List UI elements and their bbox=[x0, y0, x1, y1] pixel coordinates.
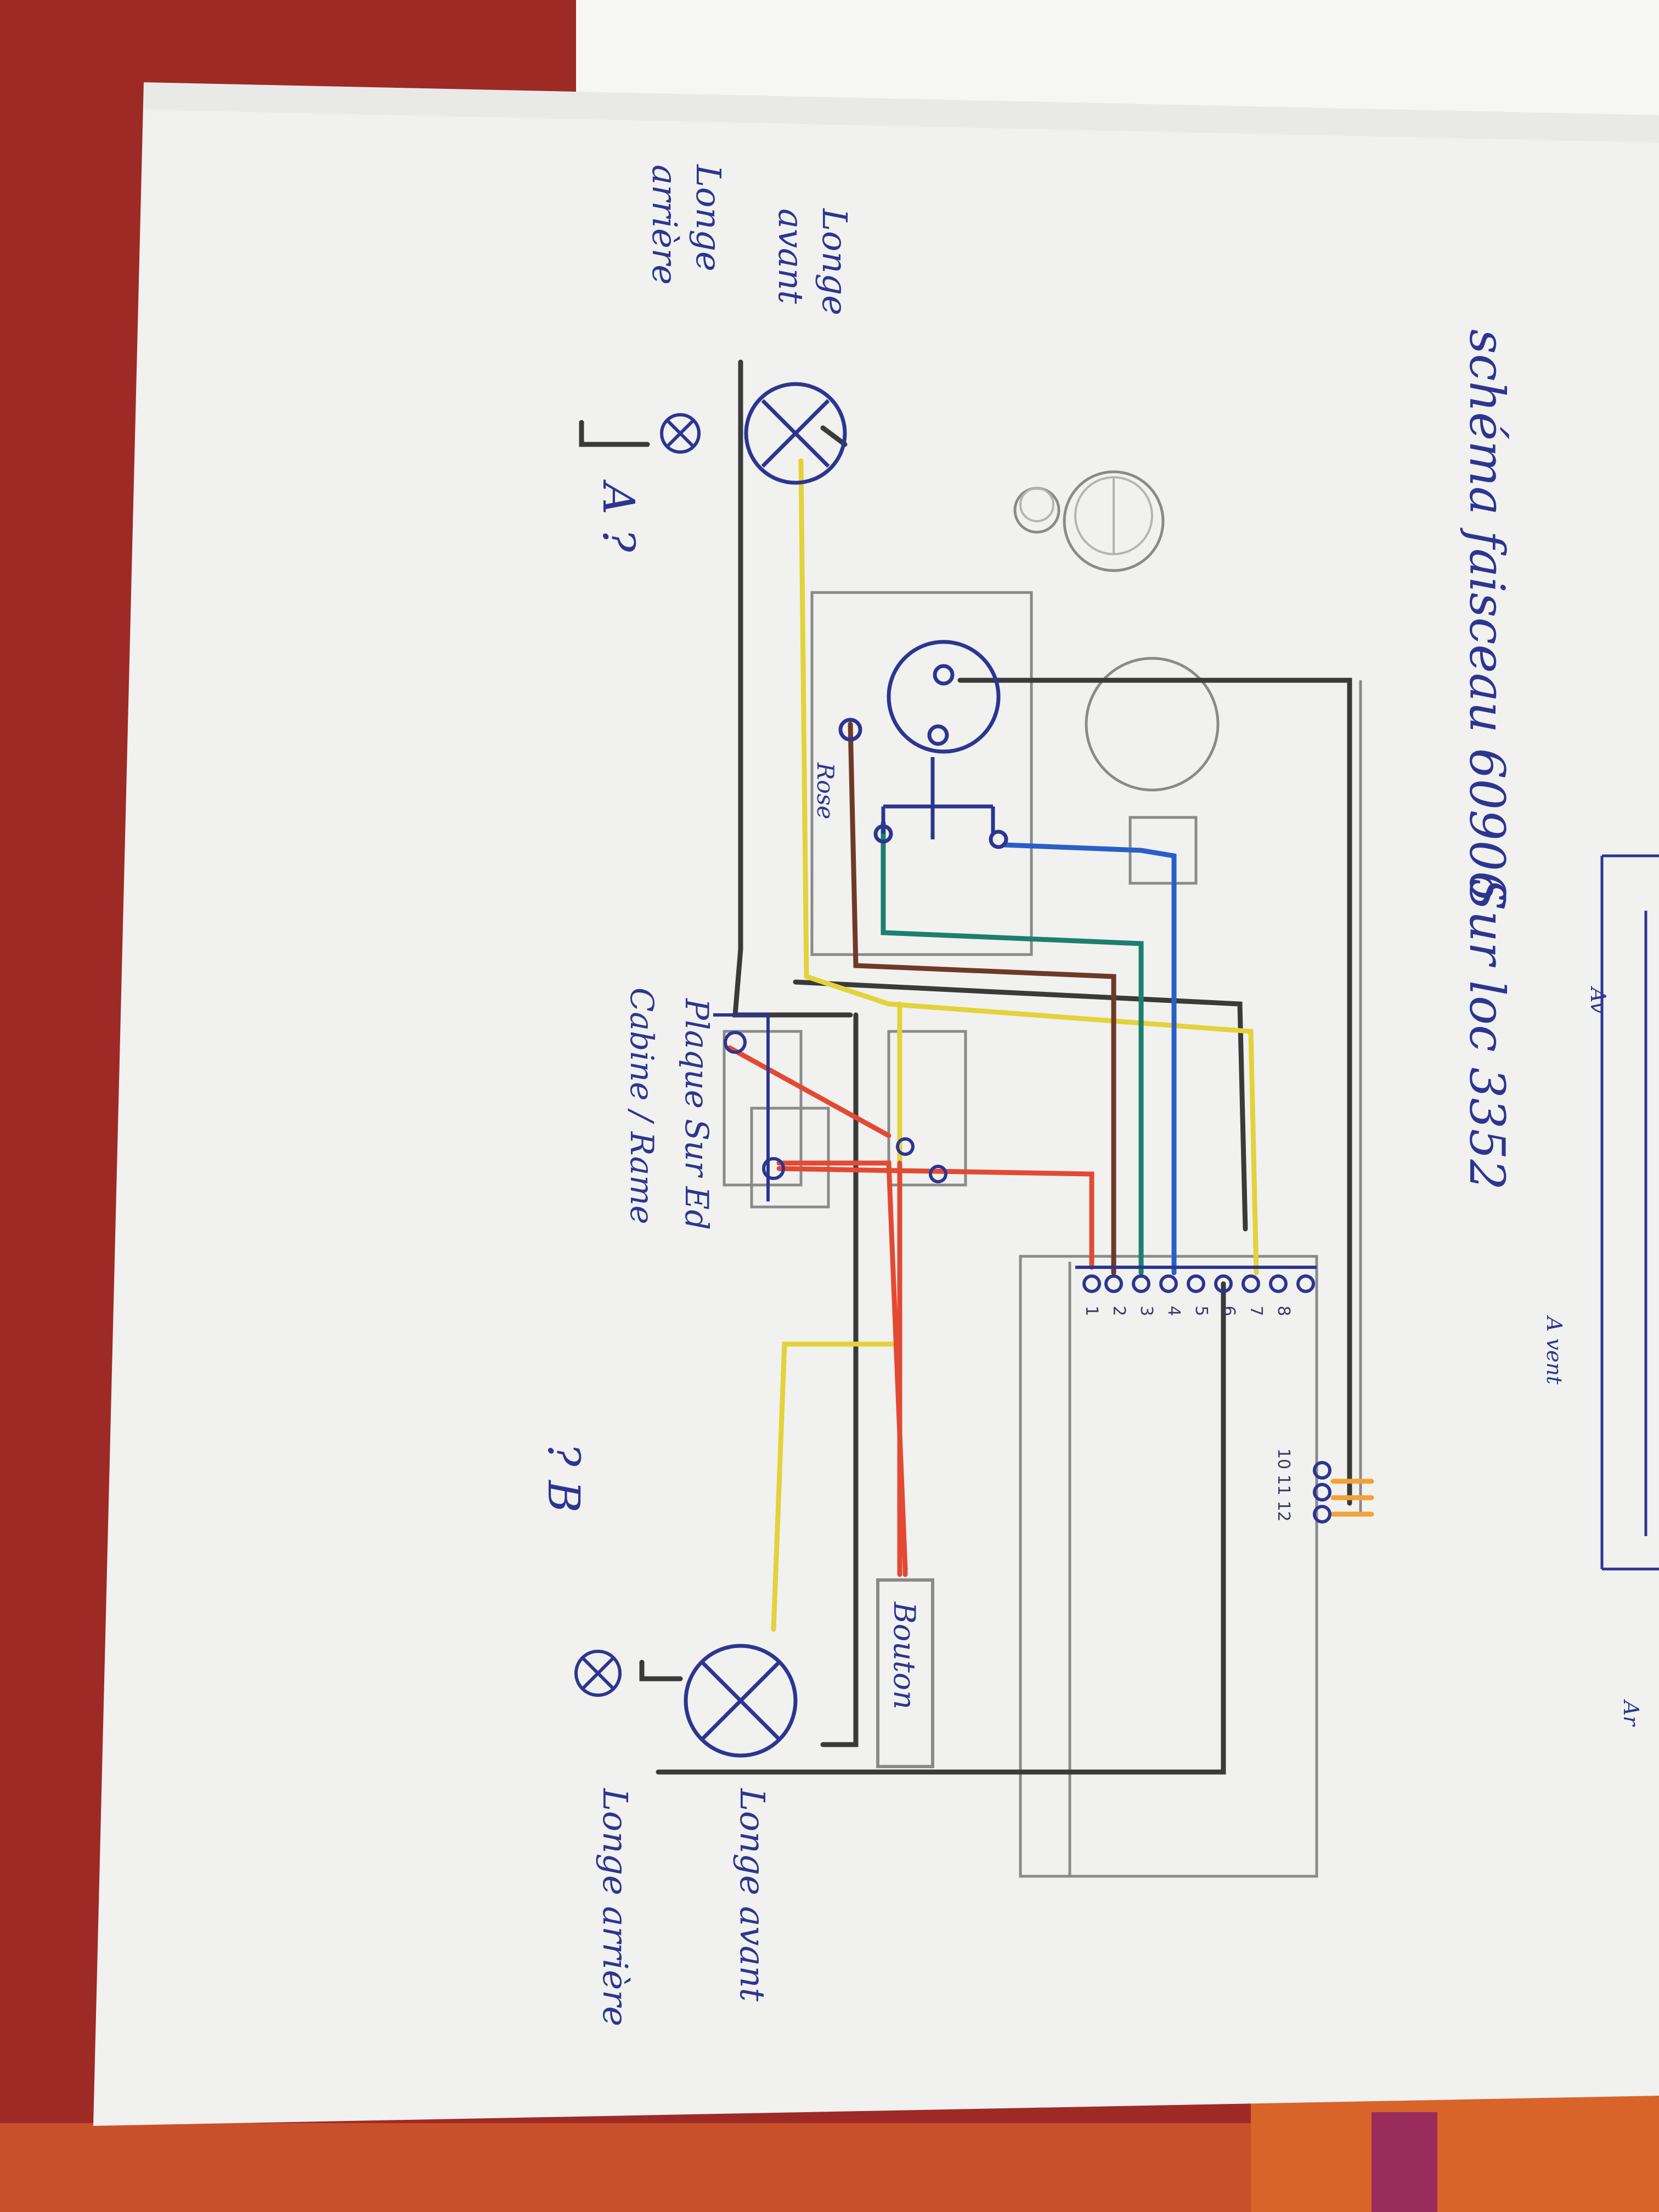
terminal-number: 6 bbox=[1219, 1306, 1238, 1316]
socket bbox=[873, 640, 1008, 849]
rose-terminal bbox=[838, 718, 862, 742]
paper-shadow bbox=[144, 82, 1659, 143]
plaque-label-2: Cabine / Rame bbox=[623, 988, 661, 1224]
diagram-title: schéma faisceau 60906 bbox=[1459, 329, 1515, 902]
lamp-top-large bbox=[744, 382, 847, 485]
terminal-number: 7 bbox=[1246, 1306, 1266, 1316]
mark-b: ? B bbox=[538, 1443, 589, 1513]
plaque-switch bbox=[713, 1013, 947, 1201]
terminal-numbers-right: 10 11 12 bbox=[1274, 1448, 1293, 1522]
label-longe-arriere-top-1: Longe bbox=[689, 164, 729, 272]
black-wires bbox=[579, 359, 1352, 1775]
back-sheet-label-ar: Ar bbox=[1619, 1699, 1643, 1727]
lamp-pencil-faint bbox=[1019, 476, 1153, 555]
label-longe-arriere-bottom: Longe arrière bbox=[595, 1788, 635, 2027]
terminal-number: 3 bbox=[1137, 1306, 1156, 1316]
paper-sheet bbox=[93, 82, 1659, 2126]
back-sheet-label-avent: A vent bbox=[1542, 1315, 1566, 1385]
terminal-block bbox=[1075, 1266, 1331, 1523]
tablecloth-stripe bbox=[1372, 2112, 1437, 2212]
terminal-number: 1 bbox=[1082, 1306, 1101, 1316]
blue-wire bbox=[1001, 842, 1177, 1276]
red-wires bbox=[727, 1045, 1094, 1577]
terminal-number: 5 bbox=[1192, 1306, 1211, 1316]
plaque-label-1: Plaque Sur Ed bbox=[678, 998, 715, 1230]
label-longe-arriere-top-2: arrière bbox=[645, 165, 685, 285]
label-longe-avant-bottom: Longe avant bbox=[732, 1788, 772, 2001]
label-longe-avant-top-2: avant bbox=[771, 208, 811, 304]
terminal-number: 2 bbox=[1109, 1306, 1128, 1316]
brown-wire bbox=[848, 721, 1116, 1276]
lamp-bottom-large bbox=[684, 1644, 798, 1758]
green-wire bbox=[881, 820, 1144, 1276]
rose-label: Rose bbox=[812, 762, 839, 819]
back-sheet-drawing bbox=[1600, 854, 1659, 1571]
mark-a: A ? bbox=[593, 479, 644, 552]
diagram-subtitle: Sur loc 3352 bbox=[1459, 878, 1515, 1190]
back-sheet-label-av: Av bbox=[1586, 986, 1610, 1014]
lamp-bottom-small bbox=[574, 1650, 622, 1697]
button-box bbox=[876, 1578, 934, 1768]
label-longe-avant-top-1: Longe bbox=[815, 208, 855, 315]
pencil-outlines bbox=[723, 470, 1362, 1878]
lamp-top-small bbox=[660, 413, 701, 454]
tablecloth-stripe bbox=[1251, 2085, 1659, 2212]
terminal-number: 8 bbox=[1274, 1306, 1293, 1316]
button-label: Bouton bbox=[887, 1601, 922, 1709]
terminal-number: 4 bbox=[1164, 1306, 1183, 1316]
orange-stubs bbox=[1330, 1479, 1374, 1517]
